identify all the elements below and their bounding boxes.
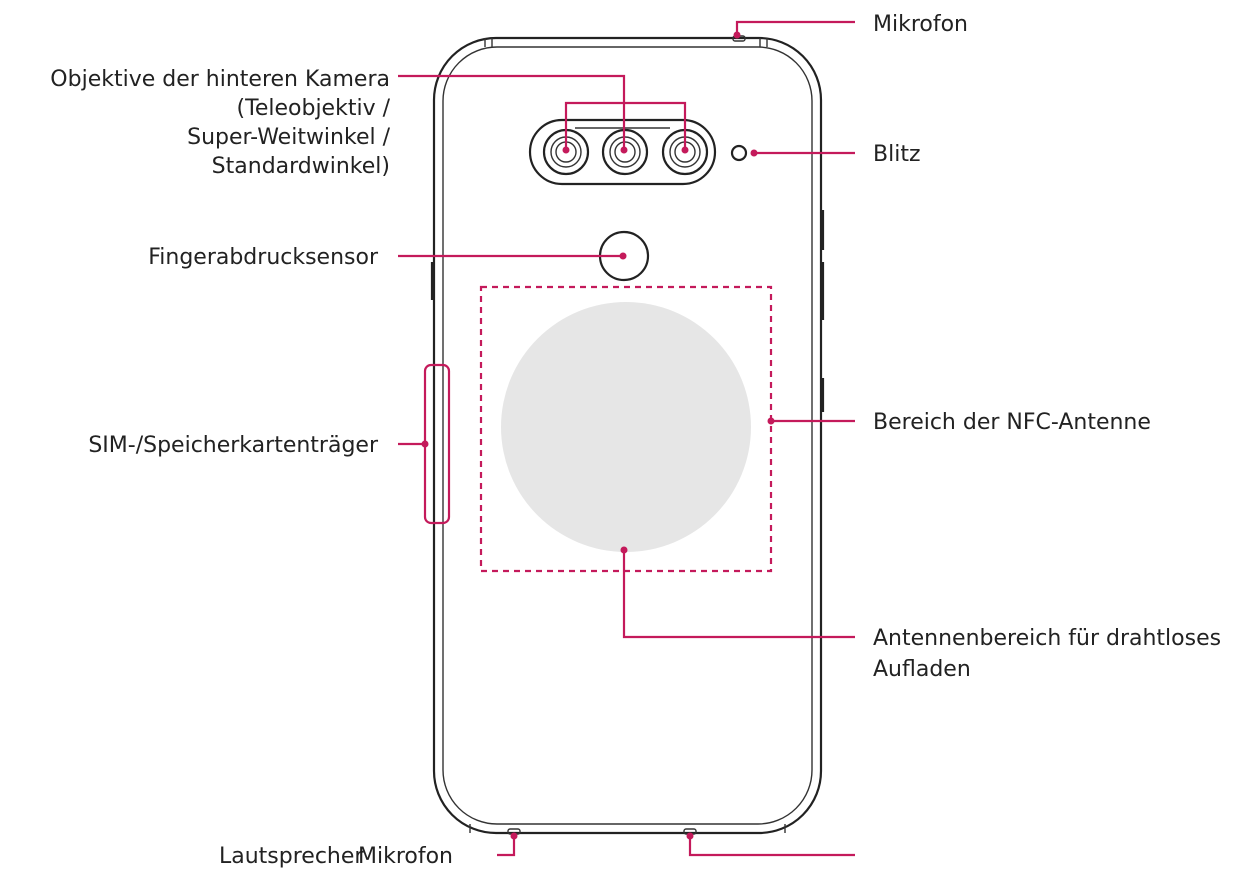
leader-mic-bottom-dot: [686, 832, 694, 840]
label-sim-tray: SIM-/Speicherkartenträger: [88, 433, 379, 458]
label-wireless-line1: Antennenbereich für drahtloses: [873, 626, 1221, 651]
label-fingerprint: Fingerabdrucksensor: [148, 245, 379, 270]
leader-wireless: [622, 552, 855, 639]
label-microphone-top: Mikrofon: [873, 12, 968, 37]
leader-mic-top-dot: [733, 31, 741, 39]
leader-flash-dot: [750, 149, 758, 157]
sim-tray-outline: [423, 363, 451, 525]
phone-inner-outline: [442, 46, 813, 825]
label-speaker: Lautsprecher: [219, 844, 364, 869]
leader-nfc-dot: [767, 417, 775, 425]
label-nfc: Bereich der NFC-Antenne: [873, 410, 1151, 435]
leader-camera: [398, 74, 687, 148]
label-microphone-bottom: Mikrofon: [358, 844, 453, 869]
leader-speaker: [497, 838, 516, 857]
leader-mic-bottom: [688, 838, 855, 857]
leader-lines: [398, 20, 855, 857]
label-flash: Blitz: [873, 142, 921, 167]
leader-camera-dot-3: [681, 146, 689, 154]
camera-housing: [528, 118, 717, 186]
flash-icon: [730, 144, 748, 162]
leader-mic-top: [735, 20, 855, 33]
leader-speaker-dot: [510, 832, 518, 840]
label-rear-camera-line2: (Teleobjektiv /: [237, 96, 391, 121]
leader-fingerprint-dot: [619, 252, 627, 260]
phone-outer-outline: [432, 36, 823, 835]
labels: Mikrofon Objektive der hinteren Kamera (…: [50, 12, 1221, 869]
phone-body: [430, 35, 825, 835]
leader-wireless-dot: [620, 546, 628, 554]
label-wireless-line2: Aufladen: [873, 657, 971, 682]
label-rear-camera-line4: Standardwinkel): [212, 154, 390, 179]
label-rear-camera-line1: Objektive der hinteren Kamera: [50, 67, 390, 92]
label-rear-camera-line3: Super-Weitwinkel /: [187, 125, 390, 150]
leader-camera-dot-1: [562, 146, 570, 154]
camera-module: [528, 118, 748, 186]
wireless-charging-area: [501, 302, 751, 552]
nfc-antenna-area: [479, 285, 773, 573]
leader-camera-dot-2: [620, 146, 628, 154]
leader-sim-dot: [421, 440, 429, 448]
